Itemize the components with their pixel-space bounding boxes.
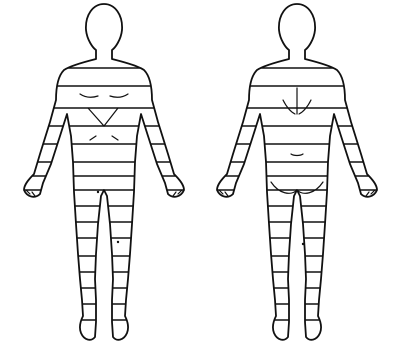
front-body-outline	[24, 4, 184, 340]
back-body-outline	[217, 4, 377, 340]
front-view-figure	[9, 4, 199, 340]
back-leg-dot	[302, 243, 304, 245]
front-leg-dot-left	[97, 191, 99, 193]
back-view-figure	[202, 4, 392, 340]
front-leg-dot-right	[117, 241, 119, 243]
